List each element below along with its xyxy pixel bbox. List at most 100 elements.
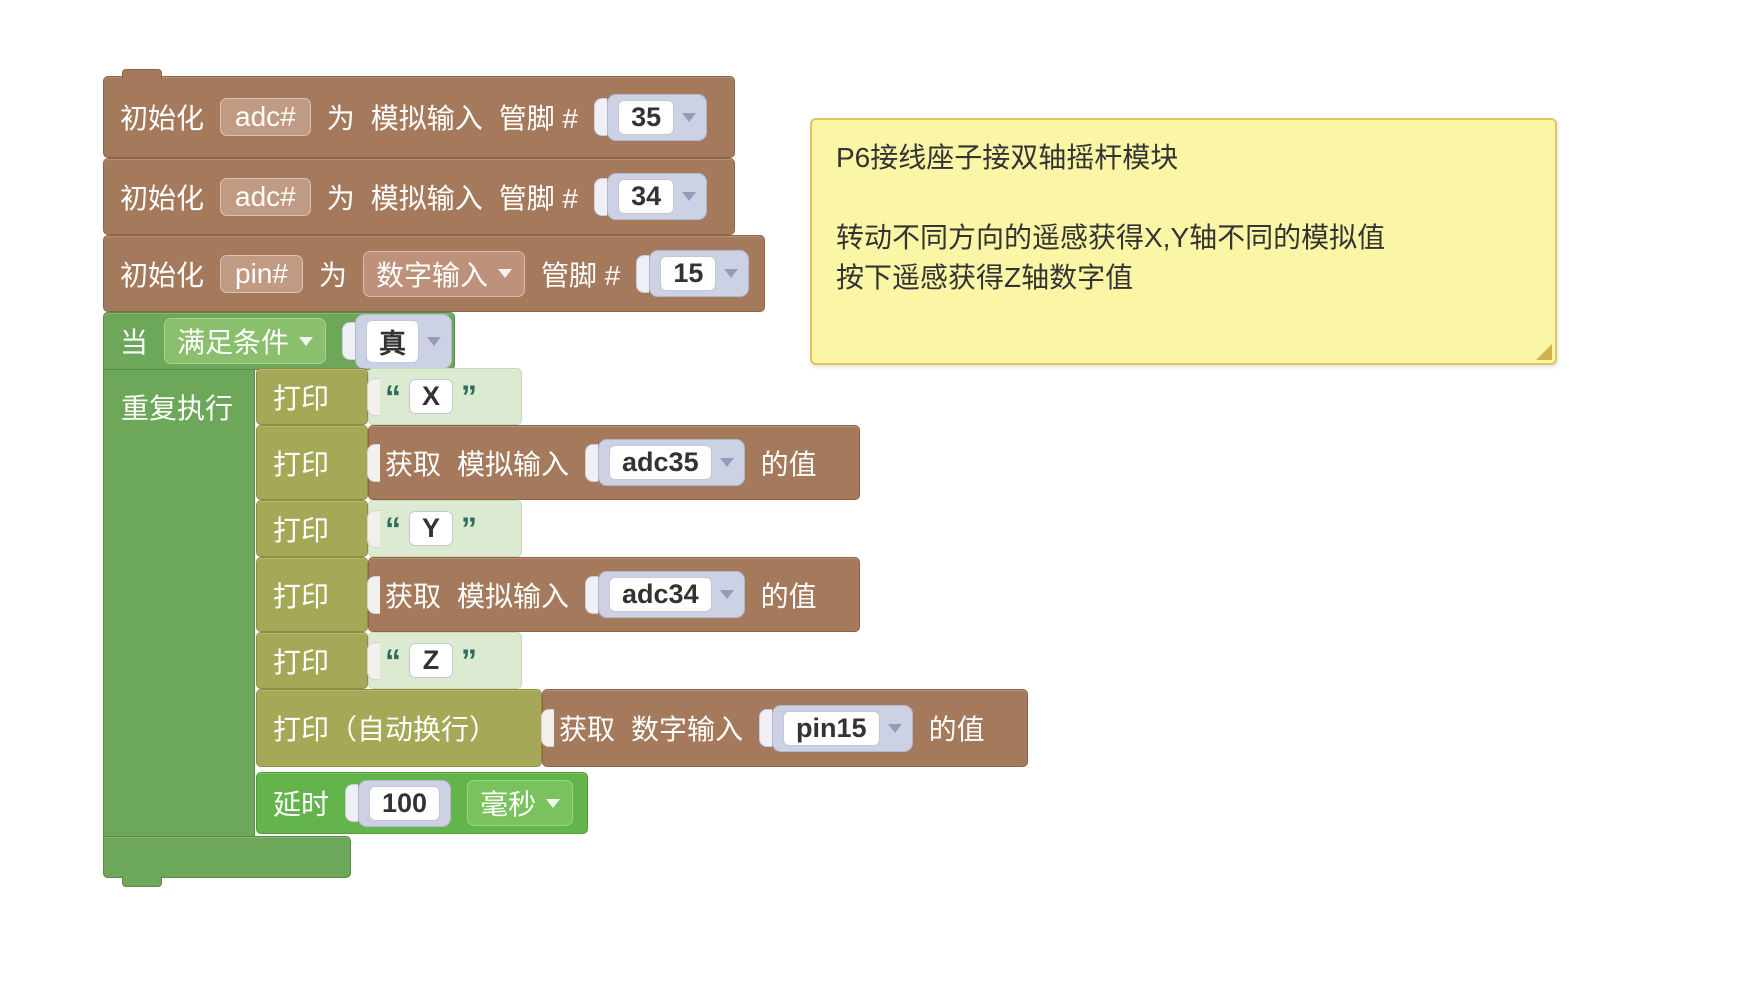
delay-label: 延时 — [273, 789, 330, 820]
open-quote-icon: “ — [385, 510, 401, 547]
as-label: 为 — [326, 103, 355, 134]
block-print-y-label[interactable]: 打印 — [256, 500, 368, 557]
block-while-loop-header[interactable]: 当 满足条件 真 — [103, 312, 455, 370]
pin-number-value[interactable]: 35 — [618, 99, 675, 135]
block-get-analog-adc35[interactable]: 获取 模拟输入 adc35 的值 — [367, 425, 860, 500]
value-socket — [345, 784, 359, 822]
open-quote-icon: “ — [385, 642, 401, 679]
init-label: 初始化 — [120, 259, 205, 291]
comment-line — [836, 178, 1531, 218]
pin-number-dropdown[interactable]: 34 — [607, 173, 708, 220]
string-value[interactable]: Y — [409, 511, 454, 546]
value-socket — [594, 98, 608, 136]
condition-value[interactable]: 真 — [366, 319, 420, 363]
pin-hash-label: 管脚 # — [498, 103, 579, 134]
value-of-label: 的值 — [928, 714, 985, 745]
mode-label: 数字输入 — [631, 714, 744, 745]
block-string-z[interactable]: “ Z ” — [367, 632, 522, 689]
open-quote-icon: “ — [385, 378, 401, 415]
pin-number-dropdown[interactable]: 35 — [607, 93, 708, 141]
println-label: 打印（自动换行） — [273, 714, 498, 745]
channel-dropdown[interactable]: pin15 — [772, 704, 913, 752]
pin-number-value[interactable]: 15 — [660, 256, 717, 291]
chevron-down-icon — [427, 336, 442, 346]
init-label: 初始化 — [120, 182, 205, 214]
mode-dropdown-value: 数字输入 — [375, 259, 488, 291]
block-print-adc34[interactable]: 打印 — [256, 557, 368, 632]
pin-hash-label: 管脚 # — [540, 259, 621, 291]
value-socket — [594, 177, 608, 216]
string-value[interactable]: Z — [409, 643, 453, 678]
print-label: 打印 — [273, 448, 330, 480]
when-label: 当 — [120, 327, 149, 358]
value-socket — [541, 709, 554, 747]
chevron-down-icon — [887, 723, 902, 733]
chevron-down-icon — [719, 458, 734, 467]
channel-value[interactable]: adc35 — [609, 445, 712, 480]
print-label: 打印 — [273, 646, 330, 678]
chevron-down-icon — [682, 192, 697, 201]
pin-number-value[interactable]: 34 — [618, 179, 675, 214]
block-print-x-label[interactable]: 打印 — [256, 368, 368, 425]
block-get-analog-adc34[interactable]: 获取 模拟输入 adc34 的值 — [367, 557, 860, 632]
get-label: 获取 — [559, 714, 616, 745]
block-while-loop-footer[interactable] — [103, 836, 351, 887]
block-init-analog-35[interactable]: 初始化 adc# 为 模拟输入 管脚 # 35 — [103, 69, 735, 158]
channel-value[interactable]: pin15 — [783, 710, 880, 746]
value-socket — [367, 641, 380, 680]
block-while-loop-body[interactable]: 重复执行 — [103, 312, 255, 878]
pin-number-dropdown[interactable]: 15 — [649, 250, 750, 297]
variable-field[interactable]: adc# — [220, 177, 311, 216]
mode-label: 模拟输入 — [457, 448, 570, 480]
chevron-down-icon — [299, 336, 314, 346]
channel-value[interactable]: adc34 — [609, 577, 712, 612]
as-label: 为 — [326, 182, 355, 214]
variable-field[interactable]: pin# — [220, 254, 303, 293]
channel-dropdown[interactable]: adc34 — [598, 571, 745, 618]
as-label: 为 — [318, 259, 347, 291]
value-socket — [367, 443, 380, 482]
block-string-y[interactable]: “ Y ” — [367, 500, 522, 557]
block-string-x[interactable]: “ X ” — [367, 368, 522, 425]
value-socket — [367, 509, 380, 548]
block-delay[interactable]: 延时 100 毫秒 — [256, 772, 588, 834]
get-label: 获取 — [385, 448, 442, 480]
value-socket — [636, 254, 650, 293]
block-println-pin15[interactable]: 打印（自动换行） — [256, 689, 542, 767]
close-quote-icon: ” — [461, 642, 477, 679]
comment-line: 按下遥感获得Z轴数字值 — [836, 262, 1134, 293]
comment-resize-handle[interactable] — [1536, 344, 1552, 360]
condition-dropdown-value: 满足条件 — [177, 327, 290, 358]
delay-unit-dropdown[interactable]: 毫秒 — [467, 780, 574, 826]
condition-value-dropdown[interactable]: 真 — [355, 313, 453, 369]
channel-dropdown[interactable]: adc35 — [598, 439, 745, 486]
init-label: 初始化 — [120, 103, 205, 134]
block-init-analog-34[interactable]: 初始化 adc# 为 模拟输入 管脚 # 34 — [103, 158, 735, 235]
pin-hash-label: 管脚 # — [498, 182, 579, 214]
string-value[interactable]: X — [409, 379, 454, 414]
chevron-down-icon — [719, 590, 734, 599]
close-quote-icon: ” — [461, 510, 478, 547]
delay-value-slot[interactable]: 100 — [358, 779, 452, 827]
block-get-digital-pin15[interactable]: 获取 数字输入 pin15 的值 — [541, 689, 1028, 767]
chevron-down-icon — [724, 269, 739, 278]
value-socket — [367, 575, 380, 614]
block-print-z-label[interactable]: 打印 — [256, 632, 368, 689]
variable-field[interactable]: adc# — [220, 98, 311, 136]
mode-dropdown[interactable]: 数字输入 — [362, 250, 525, 297]
block-init-digital-15[interactable]: 初始化 pin# 为 数字输入 管脚 # 15 — [103, 235, 765, 312]
workspace-comment[interactable]: P6接线座子接双轴摇杆模块 转动不同方向的遥感获得X,Y轴不同的模拟值 按下遥感… — [810, 118, 1557, 365]
close-quote-icon: ” — [461, 378, 478, 415]
delay-unit-value: 毫秒 — [480, 789, 537, 820]
condition-dropdown[interactable]: 满足条件 — [164, 318, 327, 364]
mode-label: 模拟输入 — [370, 182, 483, 214]
value-socket — [759, 709, 773, 747]
value-of-label: 的值 — [760, 580, 817, 612]
value-socket — [342, 322, 356, 360]
block-print-adc35[interactable]: 打印 — [256, 425, 368, 500]
comment-line: P6接线座子接双轴摇杆模块 — [836, 142, 1179, 173]
delay-value[interactable]: 100 — [369, 785, 441, 821]
print-label: 打印 — [273, 514, 330, 546]
value-socket — [367, 377, 380, 416]
